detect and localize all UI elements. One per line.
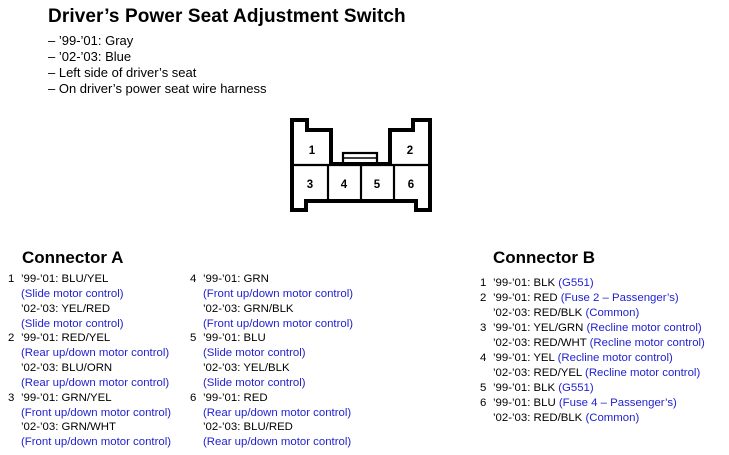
pin-number: 1 [480,277,487,289]
pin-entry: 2 ’99-’01: RED (Fuse 2 – Passenger’s) ’0… [480,291,705,321]
circuit-note: (Recline motor control) [585,367,701,379]
circuit-note: (G551) [558,277,594,289]
circuit-note: (Slide motor control) [21,287,124,300]
circuit-note: (Slide motor control) [203,376,306,389]
circuit-note: (Common) [585,307,640,319]
info-item: – ’02-’03: Blue [48,49,132,64]
circuit-note: (G551) [558,382,594,394]
circuit-note: (Recline motor control) [589,337,705,349]
wire-color: ’99-’01: BLU [203,332,266,345]
pin-label: 3 [307,179,313,191]
circuit-note: (Common) [585,412,640,424]
page-title: Driver’s Power Seat Adjustment Switch [48,6,406,27]
circuit-note: (Rear up/down motor control) [203,436,352,449]
wire-color: ’99-’01: GRN/YEL [21,391,112,404]
info-item: – Left side of driver’s seat [48,65,197,80]
circuit-note: (Recline motor control) [557,352,673,364]
pin-number: 6 [480,397,487,409]
info-item: – ’99-’01: Gray [48,33,134,48]
pin-entry: 3 ’99-’01: YEL/GRN (Recline motor contro… [480,321,705,351]
pin-entry: 3 ’99-’01: GRN/YEL (Front up/down motor … [8,391,171,450]
wire-color: ’99-’01: BLK [493,382,556,394]
connector-b-column: 1 ’99-’01: BLK (G551) 2 ’99-’01: RED (Fu… [480,276,705,426]
pin-label: 1 [309,145,316,157]
pin-number: 2 [8,332,15,345]
wire-color: ’99-’01: YEL [493,352,555,364]
wire-row: ’99-’01: BLK (G551) [493,381,705,396]
pin-entry: 4 ’99-’01: GRN (Front up/down motor cont… [190,272,353,331]
wire-row: ’02-’03: RED/WHT (Recline motor control) [493,336,705,351]
circuit-note: (Fuse 4 – Passenger’s) [558,397,677,409]
pin-entry: 1 ’99-’01: BLU/YEL (Slide motor control)… [8,272,171,331]
connector-a-column-left: 1 ’99-’01: BLU/YEL (Slide motor control)… [8,272,171,450]
wire-color: ’02-’03: RED/BLK [493,412,583,424]
wire-row: ’99-’01: YEL (Recline motor control) [493,351,705,366]
circuit-note: (Front up/down motor control) [203,317,354,330]
circuit-note: (Rear up/down motor control) [21,376,170,389]
wire-color: ’02-’03: BLU/ORN [21,362,113,375]
pin-entry: 2 ’99-’01: RED/YEL (Rear up/down motor c… [8,331,171,390]
pin-entry: 5 ’99-’01: BLU (Slide motor control) ’02… [190,331,353,390]
pin-number: 3 [8,391,15,404]
connector-b-title: Connector B [493,248,595,267]
pin-number: 4 [480,352,487,364]
pin-number: 5 [480,382,487,394]
connector-a-title: Connector A [22,248,124,267]
pin-label: 2 [407,145,413,157]
wire-row: ’02-’03: RED/BLK (Common) [493,306,705,321]
pin-label: 5 [374,179,381,191]
wire-row: ’99-’01: BLK (G551) [493,276,705,291]
circuit-note: (Front up/down motor control) [21,406,172,419]
circuit-note: (Fuse 2 – Passenger’s) [560,292,679,304]
wire-color: ’02-’03: RED/BLK [493,307,583,319]
wire-color: ’99-’01: BLU/YEL [21,273,109,285]
pin-entry: 4 ’99-’01: YEL (Recline motor control) ’… [480,351,705,381]
pin-label: 4 [341,179,348,191]
circuit-note: (Front up/down motor control) [203,287,354,300]
circuit-note: (Rear up/down motor control) [21,347,170,360]
wire-color: ’02-’03: GRN/BLK [203,302,294,315]
pin-number: 1 [8,273,15,285]
wire-color: ’99-’01: GRN [203,273,269,285]
circuit-note: (Slide motor control) [21,317,124,330]
wire-row: ’99-’01: BLU (Fuse 4 – Passenger’s) [493,396,705,411]
connector-a-column-right: 4 ’99-’01: GRN (Front up/down motor cont… [190,272,353,450]
pin-number: 4 [190,273,197,285]
wire-color: ’02-’03: BLU/RED [203,421,293,434]
info-list: – ’99-’01: Gray – ’02-’03: Blue – Left s… [48,33,266,97]
connector-housing [290,118,432,212]
connector-face-diagram: 1 2 3 4 5 6 [290,118,432,212]
pin-entry: 6 ’99-’01: BLU (Fuse 4 – Passenger’s) ’0… [480,396,705,426]
circuit-note: (Front up/down motor control) [21,436,172,449]
wire-color: ’99-’01: RED/YEL [21,332,111,345]
wire-row: ’99-’01: YEL/GRN (Recline motor control) [493,321,705,336]
wire-color: ’99-’01: RED [493,292,558,304]
circuit-note: (Rear up/down motor control) [203,406,352,419]
pin-number: 5 [190,332,197,345]
wire-color: ’99-’01: YEL/GRN [493,322,584,334]
wire-color: ’02-’03: RED/YEL [493,367,582,379]
wire-color: ’99-’01: BLU [493,397,556,409]
pin-label: 6 [408,179,414,191]
pin-number: 3 [480,322,487,334]
circuit-note: (Slide motor control) [203,347,306,360]
wire-row: ’02-’03: RED/BLK (Common) [493,411,705,426]
pin-number: 6 [190,391,197,404]
info-item: – On driver’s power seat wire harness [48,81,267,96]
wire-color: ’99-’01: RED [203,391,268,404]
circuit-note: (Recline motor control) [586,322,702,334]
wire-row: ’99-’01: RED (Fuse 2 – Passenger’s) [493,291,705,306]
wire-color: ’02-’03: RED/WHT [493,337,587,349]
wire-color: ’99-’01: BLK [493,277,556,289]
pin-entry: 6 ’99-’01: RED (Rear up/down motor contr… [190,391,353,450]
pin-entry: 5 ’99-’01: BLK (G551) [480,381,705,396]
pin-number: 2 [480,292,487,304]
wire-row: ’02-’03: RED/YEL (Recline motor control) [493,366,705,381]
pin-entry: 1 ’99-’01: BLK (G551) [480,276,705,291]
wire-color: ’02-’03: YEL/RED [21,302,111,315]
wire-color: ’02-’03: GRN/WHT [21,421,116,434]
wire-color: ’02-’03: YEL/BLK [203,362,290,375]
